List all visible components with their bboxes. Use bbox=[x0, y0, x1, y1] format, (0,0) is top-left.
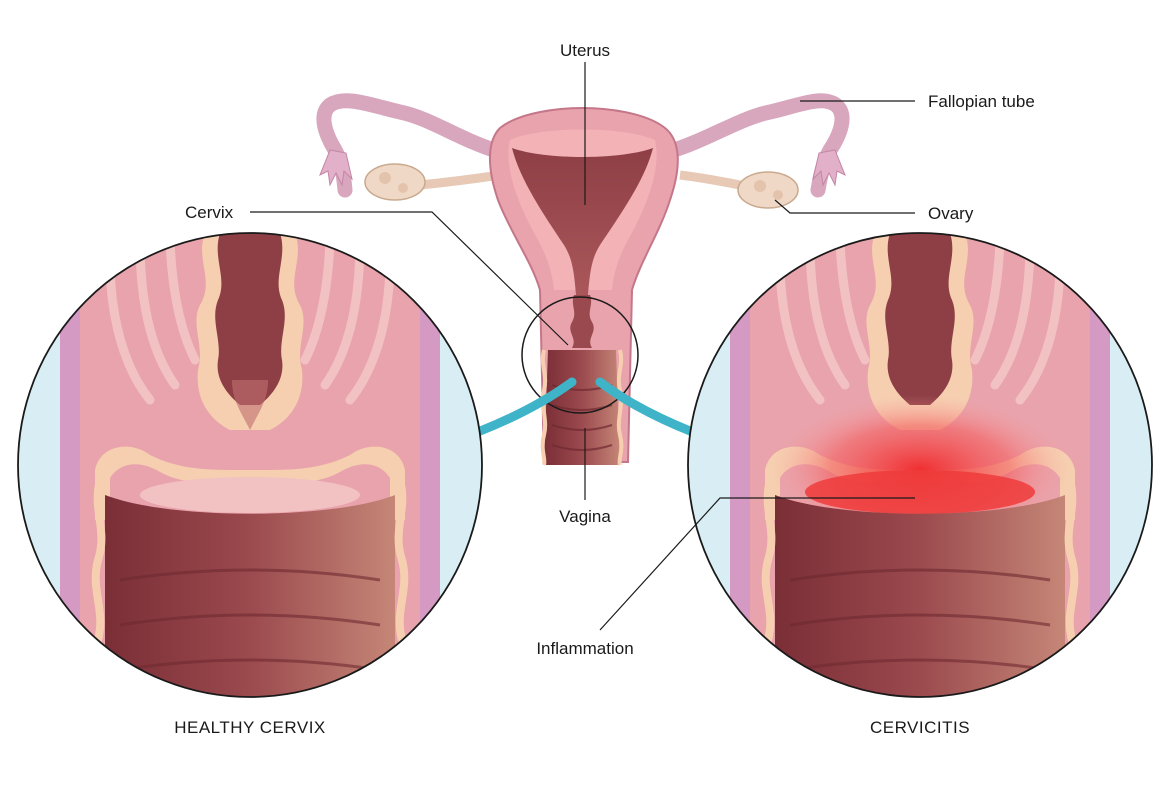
label-inflammation: Inflammation bbox=[536, 639, 633, 658]
uterus-anatomy bbox=[316, 93, 850, 466]
left-fimbriae bbox=[319, 149, 353, 187]
cervical-canal bbox=[570, 295, 594, 348]
caption-healthy-cervix: HEALTHY CERVIX bbox=[174, 718, 326, 737]
caption-cervicitis: CERVICITIS bbox=[870, 718, 970, 737]
uterine-cavity bbox=[512, 148, 653, 295]
right-ovary bbox=[737, 171, 799, 209]
label-vagina: Vagina bbox=[559, 507, 611, 526]
inflamed-cervical-canal bbox=[885, 233, 955, 405]
cervicitis-zoom bbox=[688, 233, 1152, 697]
healthy-zoom-border bbox=[17, 232, 483, 698]
cervix-zoom-marker bbox=[521, 296, 639, 414]
healthy-cervix-zoom bbox=[18, 233, 482, 697]
label-ovary: Ovary bbox=[928, 204, 974, 223]
cervicitis-zoom-border bbox=[687, 232, 1153, 698]
leader-lines bbox=[250, 62, 915, 631]
label-uterus: Uterus bbox=[560, 41, 610, 60]
healthy-cervical-canal bbox=[215, 233, 285, 405]
right-fimbriae bbox=[812, 149, 846, 187]
left-ovary bbox=[364, 163, 426, 201]
label-fallopian-tube: Fallopian tube bbox=[928, 92, 1035, 111]
label-cervix: Cervix bbox=[185, 203, 234, 222]
